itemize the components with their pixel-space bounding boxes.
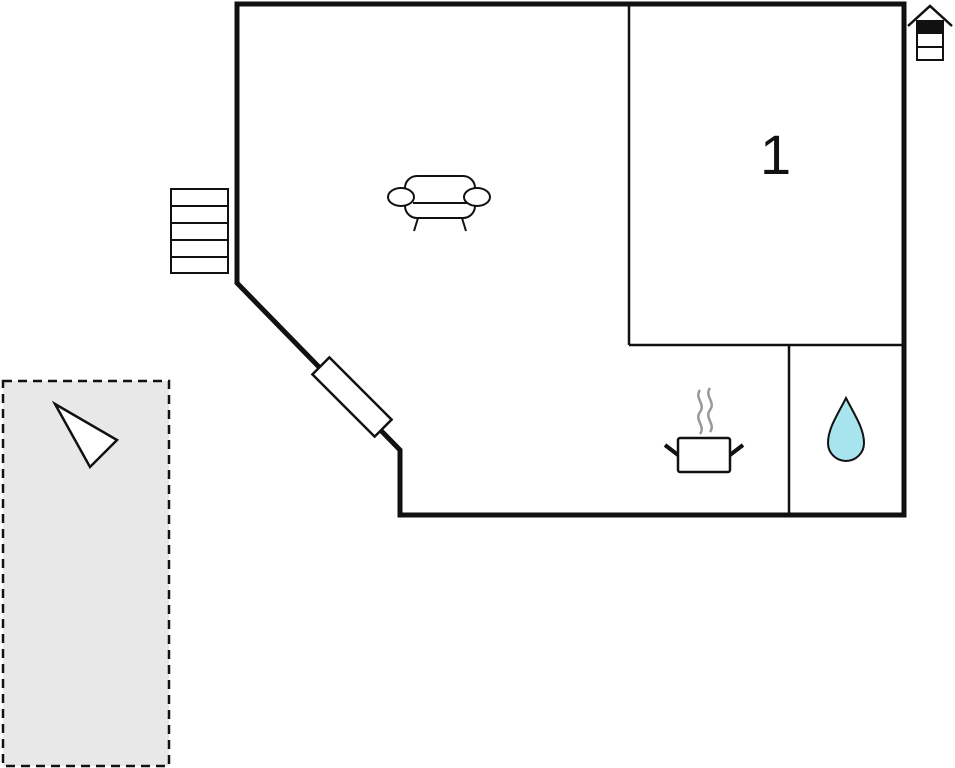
stairs-icon <box>170 188 229 274</box>
triangle-marker-icon <box>51 400 120 470</box>
sofa-icon <box>387 175 491 232</box>
house-level-icon <box>907 4 953 61</box>
outer-wall <box>234 1 907 518</box>
water-drop-icon <box>826 395 866 462</box>
window-icon <box>310 355 394 439</box>
room-number-label: 1 <box>760 123 792 186</box>
cooking-pot-icon <box>663 387 745 474</box>
